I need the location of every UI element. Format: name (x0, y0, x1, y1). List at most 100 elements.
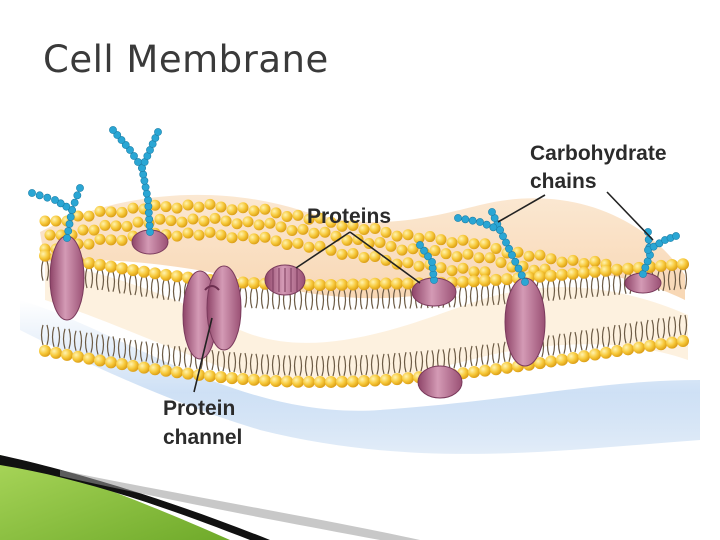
phospholipid-head (534, 249, 546, 261)
phospholipid-head (666, 336, 678, 349)
phospholipid-head (127, 264, 139, 277)
phospholipid-head (336, 375, 348, 388)
phospholipid-head (154, 213, 166, 225)
phospholipid-head (176, 216, 188, 228)
phospholipid-head (534, 357, 546, 370)
phospholipid-head (303, 375, 315, 388)
phospholipid-head (198, 215, 210, 227)
phospholipid-head (473, 252, 485, 264)
phospholipid-head (446, 265, 458, 277)
sugar-bead (145, 215, 154, 224)
phospholipid-head (226, 204, 238, 216)
fatty-acid-tail (227, 351, 237, 373)
phospholipid-head (380, 373, 392, 386)
phospholipid-head (94, 233, 106, 245)
phospholipid-head (259, 203, 271, 215)
fatty-acid-tail (469, 345, 479, 367)
phospholipid-head (237, 230, 249, 242)
phospholipid-head (468, 275, 480, 288)
leader-line-channel (193, 317, 213, 393)
phospholipid-head (132, 216, 144, 228)
fatty-acid-tail (271, 354, 281, 376)
sugar-bead (489, 223, 498, 232)
fatty-acid-tail (469, 286, 479, 307)
fatty-acid-tail (601, 275, 611, 296)
sugar-bead (517, 271, 526, 280)
fatty-acid-tail (557, 333, 567, 354)
phospholipid-head (611, 345, 623, 358)
phospholipid-head (39, 344, 51, 357)
phospholipid-heads (39, 198, 689, 388)
phospholipid-head (391, 277, 403, 290)
sugar-bead (64, 227, 73, 235)
phospholipid-head (121, 220, 133, 232)
corner-grey-swoosh (60, 470, 420, 540)
phospholipid-head (44, 229, 56, 241)
phospholipid-head (303, 213, 315, 225)
phospholipid-head (171, 202, 183, 214)
phospholipid-head (655, 338, 667, 351)
sugar-bead (144, 196, 152, 204)
phospholipid-head (61, 348, 73, 361)
sugar-bead (62, 202, 71, 211)
fatty-acid-tail (678, 314, 688, 336)
phospholipid-head (413, 260, 425, 272)
phospholipid-head (468, 365, 480, 378)
phospholipid-head (490, 363, 502, 376)
phospholipid-head (402, 277, 414, 290)
sugar-bead (461, 215, 470, 224)
phospholipid-head (468, 238, 480, 250)
fatty-acid-tail (623, 323, 633, 344)
fatty-acid-tail (414, 351, 424, 372)
fatty-acid-tail (458, 347, 468, 368)
phospholipid-head (292, 209, 304, 221)
phospholipid-head (567, 352, 579, 365)
phospholipid-head (556, 353, 568, 366)
fatty-acid-tail (172, 281, 182, 302)
phospholipid-head (556, 268, 568, 281)
sugar-bead (476, 218, 484, 226)
fatty-acid-tail (667, 316, 677, 337)
phospholipid-head (556, 256, 568, 268)
phospholipid-head (330, 230, 342, 242)
phospholipid-head (105, 260, 117, 273)
phospholipid-head (457, 275, 469, 288)
sugar-bead (76, 184, 84, 192)
phospholipid-head (358, 251, 370, 263)
phospholipid-head (325, 375, 337, 388)
sugar-bead (130, 152, 138, 160)
phospholipid-head (385, 240, 397, 252)
fatty-acid-tail (260, 354, 270, 375)
phospholipid-head (209, 212, 221, 224)
fatty-acid-tail (568, 278, 578, 299)
fatty-acid-tail (403, 352, 413, 373)
fatty-acid-tail (348, 355, 358, 376)
phospholipid-head (242, 216, 254, 228)
fatty-acid-tail (326, 355, 336, 377)
sugar-bead (672, 232, 680, 240)
phospholipid-head (567, 254, 579, 266)
sugar-bead (68, 206, 76, 214)
fatty-acid-tail (117, 273, 127, 294)
phospholipid-head (253, 219, 265, 231)
phospholipid-head (308, 227, 320, 239)
fatty-acid-tail (84, 332, 94, 353)
phospholipid-head (204, 370, 216, 383)
phospholipid-head (644, 339, 656, 352)
phospholipid-head (380, 277, 392, 290)
carbohydrate-chain (138, 128, 162, 172)
sugar-bead (424, 252, 432, 261)
phospholipid-head (264, 217, 276, 229)
carbohydrate-chain (454, 214, 504, 234)
phospholipid-head (83, 352, 95, 365)
phospholipid-head (534, 270, 546, 283)
sugar-bead (56, 199, 65, 208)
phospholipid-head (424, 231, 436, 243)
fatty-acid-tail (238, 352, 248, 374)
carbohydrate-chains (28, 126, 680, 286)
phospholipid-head (226, 232, 238, 244)
phospholipid-head (545, 253, 557, 265)
phospholipid-head (578, 257, 590, 269)
phospholipid-head (50, 346, 62, 359)
